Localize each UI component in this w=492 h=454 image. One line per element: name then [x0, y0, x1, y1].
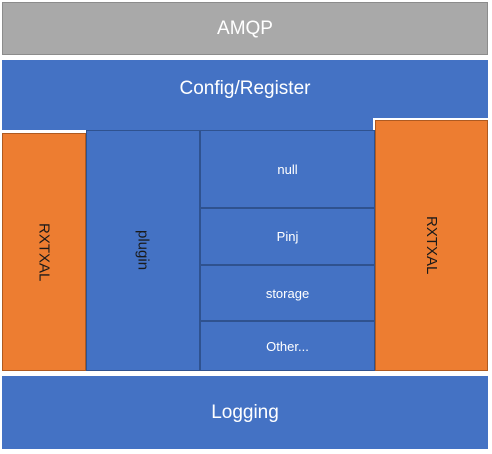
plugin-item-storage: storage [200, 265, 375, 321]
rxtxal-left-label: RXTXAL [35, 222, 53, 282]
rxtxal-left-block: RXTXAL [2, 133, 86, 371]
logging-label: Logging [211, 401, 279, 423]
amqp-label: AMQP [217, 17, 273, 39]
plugin-label: plugin [134, 230, 152, 271]
plugin-item-label: Pinj [276, 229, 299, 244]
rxtxal-right-block: RXTXAL [375, 120, 488, 371]
plugin-item-label: storage [265, 285, 310, 301]
config-register-layer: Config/Register [2, 60, 488, 118]
plugin-item-label: Other... [266, 338, 309, 354]
plugin-item-pinj: Pinj [200, 208, 375, 265]
plugin-block: plugin [86, 130, 200, 371]
plugin-item-label: null [277, 161, 298, 177]
logging-layer: Logging [2, 376, 488, 449]
config-register-layer-extension [2, 118, 373, 130]
amqp-layer: AMQP [2, 2, 488, 55]
config-register-label: Config/Register [179, 78, 311, 99]
plugin-item-other: Other... [200, 321, 375, 371]
rxtxal-right-label: RXTXAL [423, 216, 440, 275]
plugin-item-null: null [200, 130, 375, 208]
